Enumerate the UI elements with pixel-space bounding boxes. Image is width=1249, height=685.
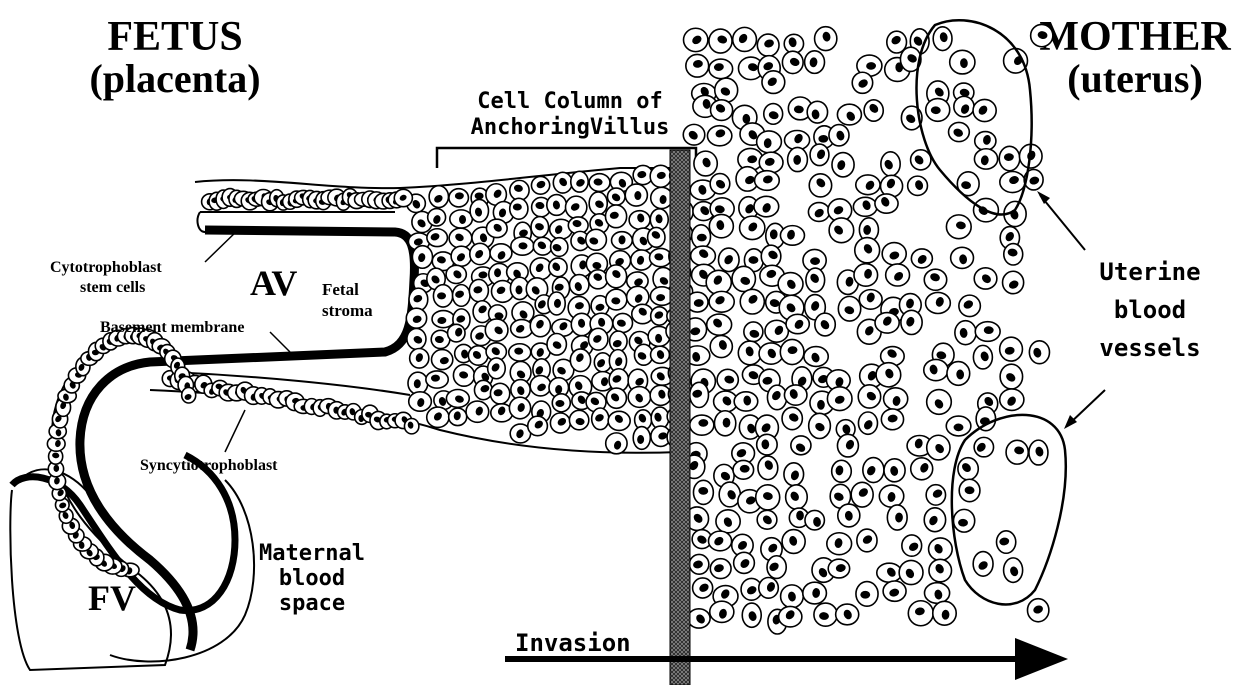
cell-nucleus [740, 465, 750, 473]
interface-barrier [670, 150, 690, 685]
cell-nucleus [494, 268, 501, 277]
cell-nucleus [723, 418, 731, 428]
syncytiotrophoblast-pointer [225, 410, 245, 452]
maternal-label-line3: space [279, 591, 345, 616]
mother-title: MOTHER [1039, 14, 1231, 60]
basement-membrane-pointer [270, 332, 290, 352]
cell-column-bracket [437, 148, 696, 168]
cell-nucleus [697, 234, 707, 242]
basement-membrane-label: Basement membrane [100, 319, 244, 336]
cell-nucleus [796, 511, 804, 521]
maternal-label-line2: blood [279, 566, 345, 591]
fv-label: FV [88, 578, 136, 618]
fetal-stroma-label-line1: Fetal [322, 280, 359, 299]
cell-nucleus [860, 591, 870, 599]
cell-nucleus [634, 191, 641, 200]
cell-nucleus [54, 465, 60, 472]
cytotrophoblast-label-line1: Cytotrophoblast [50, 259, 162, 276]
mother-subtitle: (uterus) [1067, 56, 1203, 101]
cell-column-label-line2: AnchoringVillus [471, 115, 670, 140]
maternal-label-line1: Maternal [259, 541, 365, 566]
invasion-label: Invasion [515, 629, 631, 657]
uterine-label-line3: vessels [1099, 334, 1200, 362]
cytotrophoblast-label-line2: stem cells [80, 279, 145, 296]
fetus-subtitle: (placenta) [89, 56, 260, 101]
cell-nucleus [513, 203, 522, 210]
cell-column-label-line1: Cell Column of [477, 89, 662, 114]
fetal-stroma-label-line2: stroma [322, 301, 373, 320]
av-label: AV [250, 263, 297, 303]
uterine-pointer-upper-head [1037, 191, 1050, 204]
uterine-label-line1: Uterine [1099, 258, 1200, 286]
uterine-pointer-upper [1040, 195, 1085, 250]
cell-nucleus [437, 292, 446, 299]
fetus-title: FETUS [107, 14, 242, 60]
uterine-label-line2: blood [1114, 296, 1186, 324]
invasion-arrowhead [1015, 638, 1068, 680]
syncytiotrophoblast-label: Syncytiotrophoblast [140, 457, 278, 474]
